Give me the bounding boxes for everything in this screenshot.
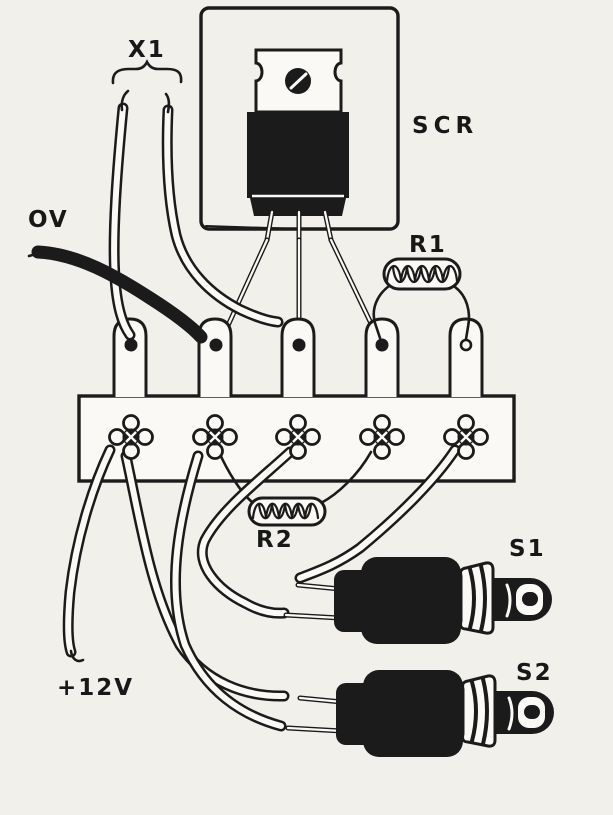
wire-x1-left (108, 102, 136, 341)
solder-lug (280, 317, 316, 397)
labels: X1 OV SCR R1 R2 S1 S2 +12V (28, 37, 553, 701)
label-supply-12v: +12V (57, 675, 134, 701)
resistor-r2 (217, 450, 373, 527)
screw-terminal (108, 414, 154, 460)
label-ov: OV (28, 207, 69, 233)
scr-body (247, 112, 349, 198)
wire-ov (27, 245, 208, 344)
label-x1: X1 (128, 37, 166, 63)
resistor-r1 (372, 257, 471, 341)
wire-x1-right (161, 104, 284, 328)
label-r1: R1 (409, 232, 447, 258)
wire-screw5-to-s1 (294, 444, 461, 584)
solder-lug (364, 317, 400, 397)
screw-terminal (359, 414, 405, 460)
switch-body (361, 557, 461, 644)
x1-brace (111, 59, 183, 85)
screw-terminals (108, 414, 489, 460)
label-s2: S2 (516, 660, 553, 686)
screw-terminal (275, 414, 321, 460)
label-scr: SCR (412, 113, 478, 139)
solder-lug (112, 317, 148, 397)
wire-screw3-to-s1 (196, 446, 296, 619)
wire-supply-12v (62, 444, 116, 663)
label-s1: S1 (509, 536, 546, 562)
solder-lugs (112, 317, 484, 397)
wire-screw1-to-s2 (120, 450, 290, 702)
solder-lug (448, 317, 484, 397)
switch-s1 (283, 557, 552, 644)
label-r2: R2 (256, 527, 294, 553)
scr-package (247, 48, 349, 216)
switch-hex-nut (459, 561, 495, 635)
screw-terminal (443, 414, 489, 460)
switch-s2 (288, 670, 554, 757)
screw-terminal (192, 414, 238, 460)
wire-screw2-to-s2 (169, 450, 287, 732)
